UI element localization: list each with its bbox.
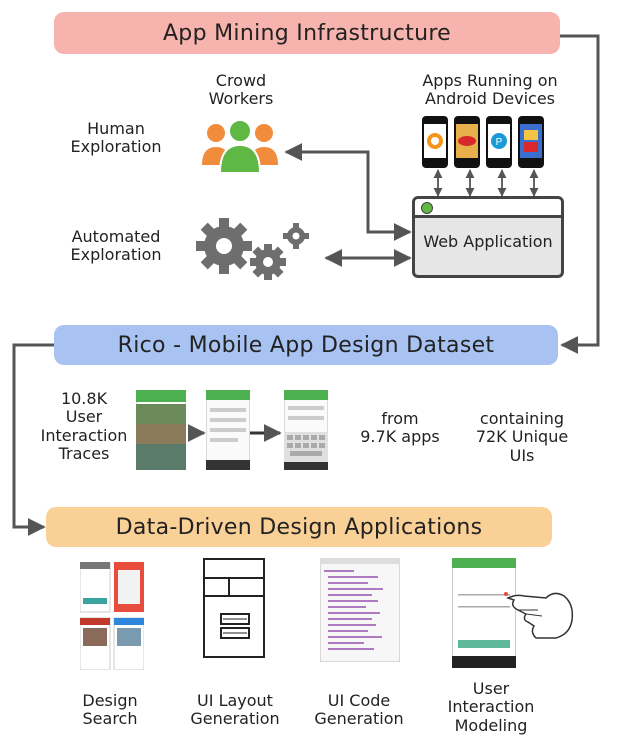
applications-title: Data-Driven Design Applications: [115, 514, 483, 540]
feed-to-dataset-arrow: [560, 34, 600, 354]
crowd-workers-label: Crowd Workers: [208, 71, 274, 109]
apps-running-label: Apps Running on Android Devices: [422, 71, 558, 109]
design-search-thumbnail: [80, 562, 144, 670]
svg-text:P: P: [496, 137, 503, 148]
app-label-ui-code-generation: UI Code Generation: [314, 691, 404, 729]
infrastructure-title: App Mining Infrastructure: [162, 20, 452, 46]
window-status-dot: [421, 202, 433, 214]
gears-icon: [196, 218, 309, 280]
human-exploration-label: Human Exploration: [70, 119, 162, 157]
feed-to-applications-arrow: [12, 343, 54, 536]
dataset-title: Rico - Mobile App Design Dataset: [117, 332, 495, 358]
android-devices-icon: P: [422, 116, 544, 168]
traces-label: 10.8K User Interaction Traces: [40, 389, 128, 464]
trace-screen: [284, 390, 328, 470]
dataset-banner: Rico - Mobile App Design Dataset: [54, 325, 558, 365]
trace-screen: [206, 390, 250, 470]
web-application-window: Web Application: [412, 196, 564, 278]
app-label-design-search: Design Search: [82, 691, 138, 729]
containing-uis-label: containing 72K Unique UIs: [475, 409, 569, 465]
crowd-workers-icon: [202, 119, 278, 174]
trace-screen: [136, 390, 186, 470]
window-titlebar: [415, 199, 561, 218]
app-label-user-interaction-modeling: User Interaction Modeling: [447, 679, 535, 735]
interaction-modeling-phone: [452, 558, 516, 668]
automated-exploration-label: Automated Exploration: [70, 227, 162, 265]
touching-hand-icon: [506, 592, 574, 639]
web-application-label: Web Application: [423, 232, 553, 251]
ui-code-screenshot: [320, 558, 400, 662]
from-apps-label: from 9.7K apps: [360, 409, 440, 447]
applications-banner: Data-Driven Design Applications: [46, 507, 552, 547]
crowd-web-arrow: [284, 143, 412, 241]
ui-layout-wireframe: [203, 558, 265, 658]
app-label-ui-layout-generation: UI Layout Generation: [190, 691, 280, 729]
infrastructure-banner: App Mining Infrastructure: [54, 12, 560, 54]
